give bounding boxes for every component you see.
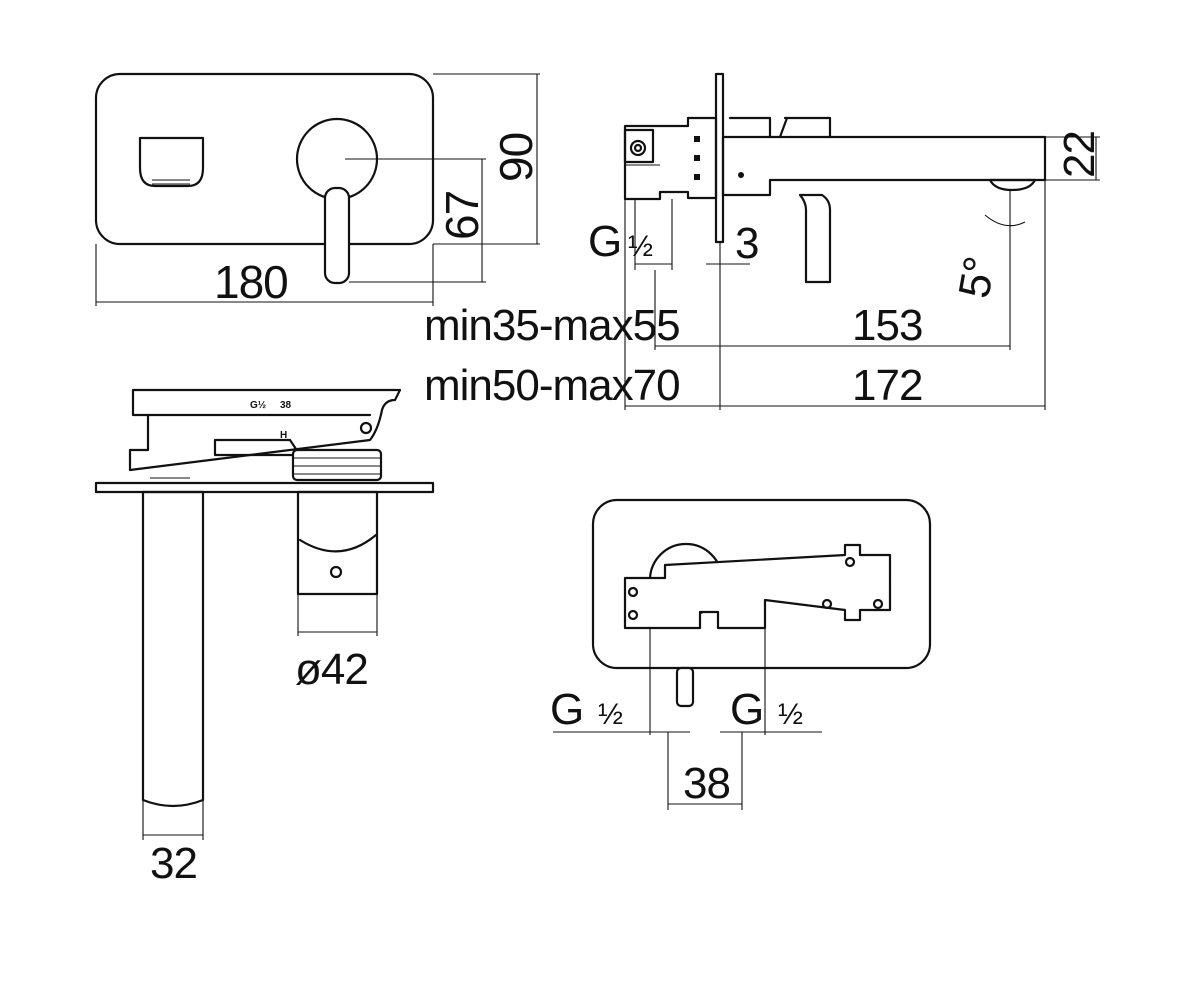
projection-2: 172 — [852, 361, 922, 410]
handle-lever — [323, 186, 351, 285]
spout-top — [141, 490, 205, 808]
axis-height-dimension: 67 — [436, 191, 488, 240]
spout-outlet — [138, 136, 205, 188]
projection-1: 153 — [852, 301, 922, 350]
wall-range-1: min35-max55 — [424, 301, 680, 350]
rear-view: G ½ G ½ 38 — [550, 498, 932, 810]
thread-left-fraction: ½ — [598, 698, 623, 731]
spout-diameter: 32 — [150, 839, 197, 888]
svg-text:H: H — [280, 430, 287, 441]
inlet-spacing: 38 — [683, 759, 730, 808]
rear-plate — [591, 498, 932, 670]
height-dimension: 90 — [490, 133, 542, 182]
wall-range-2: min50-max70 — [424, 361, 680, 410]
svg-text:38: 38 — [280, 400, 292, 411]
thread-label: G — [588, 217, 621, 266]
front-view: 180 90 67 — [94, 72, 542, 308]
top-view: G½ 38 H ø42 32 — [94, 388, 435, 888]
thread-right-fraction: ½ — [778, 698, 803, 731]
concealed-body — [623, 116, 718, 201]
handle-diameter: ø42 — [295, 645, 368, 694]
plate-thickness: 3 — [735, 219, 758, 268]
thread-right-label: G — [730, 685, 763, 734]
top-body — [128, 388, 402, 472]
width-dimension: 180 — [214, 256, 288, 308]
spout-height: 22 — [1055, 131, 1104, 178]
angle-label: 5° — [950, 254, 1005, 302]
svg-text:G½: G½ — [250, 400, 266, 411]
side-view: G ½ 3 22 5° min35-max55 min50-max70 153 … — [424, 72, 1104, 410]
lever-side — [798, 193, 832, 284]
thread-left-label: G — [550, 685, 583, 734]
top-plate — [94, 481, 435, 494]
cartridge — [291, 448, 383, 482]
thread-fraction: ½ — [628, 230, 653, 263]
